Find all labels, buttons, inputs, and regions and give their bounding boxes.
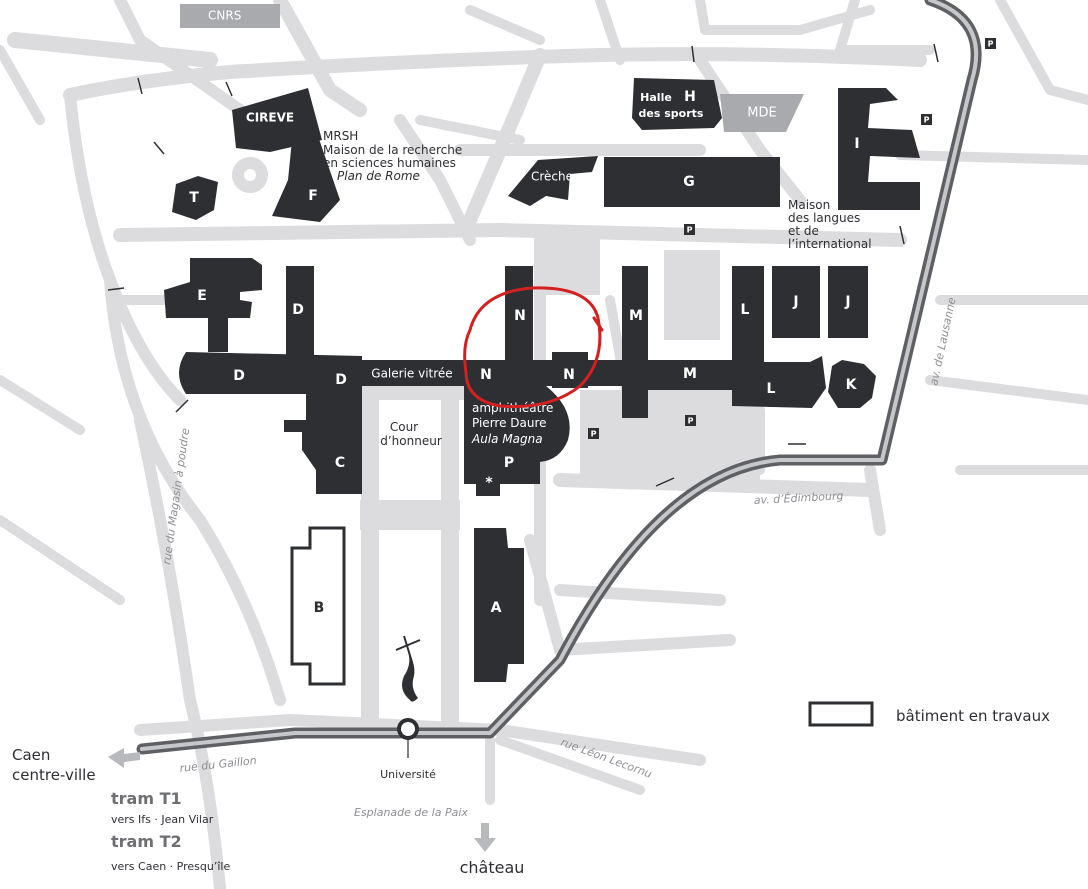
building-d[interactable]: D D D xyxy=(179,266,362,394)
label-mrsh-1: MRSH xyxy=(323,129,358,143)
label-g: G xyxy=(683,174,695,190)
highlight-circle xyxy=(463,286,604,409)
label-halle-h: H xyxy=(684,89,696,105)
tram-stop-universite[interactable]: Université xyxy=(380,718,436,781)
tram-t2-direction: vers Caen · Presqu’île xyxy=(111,860,230,873)
label-cireve: CIREVE xyxy=(246,111,294,125)
svg-text:P: P xyxy=(988,40,994,49)
label-mde: MDE xyxy=(747,106,776,121)
label-j1: J xyxy=(792,294,798,310)
road-ticks xyxy=(107,43,939,487)
label-a: A xyxy=(491,600,502,616)
phoenix-statue-icon xyxy=(395,635,421,702)
label-cour-2: d’honneur xyxy=(380,434,442,448)
chateau-direction[interactable]: château xyxy=(460,823,525,877)
map-labels: MRSH Maison de la recherche en sciences … xyxy=(323,129,872,448)
parking-icon: P xyxy=(684,224,695,235)
parking-icon: P xyxy=(921,114,932,125)
building-m[interactable]: M M xyxy=(622,266,740,418)
tram-line xyxy=(136,0,982,755)
label-caen-1: Caen xyxy=(12,746,50,764)
building-l[interactable]: L L xyxy=(732,266,826,408)
tram-t2-name: tram T2 xyxy=(111,832,182,851)
building-f[interactable]: F xyxy=(272,136,340,222)
parking-icon: P xyxy=(685,415,696,426)
building-j[interactable]: J J xyxy=(772,266,868,338)
building-c[interactable]: C xyxy=(284,394,362,494)
label-t: T xyxy=(189,190,199,206)
building-k[interactable]: K xyxy=(828,360,876,408)
label-d-right: D xyxy=(335,372,347,388)
label-c: C xyxy=(335,455,345,471)
building-b-works[interactable]: B xyxy=(290,526,346,686)
building-cireve[interactable]: CIREVE xyxy=(232,88,322,152)
building-halle-h[interactable]: Halle H des sports xyxy=(632,78,722,130)
label-langues-3: et de xyxy=(788,224,819,238)
label-i: I xyxy=(854,136,859,152)
street-edimbourg: av. d’Édimbourg xyxy=(753,489,843,507)
label-langues-4: l’international xyxy=(788,237,872,251)
svg-text:P: P xyxy=(591,430,597,439)
label-chateau: château xyxy=(460,858,525,877)
label-cour-1: Cour xyxy=(390,420,418,434)
building-e[interactable]: E xyxy=(164,258,262,352)
building-a[interactable]: A xyxy=(474,528,524,682)
street-lausanne: av. de Lausanne xyxy=(927,296,958,387)
legend: bâtiment en travaux xyxy=(808,701,1050,727)
label-e: E xyxy=(197,288,207,304)
street-esplanade: Esplanade de la Paix xyxy=(354,806,468,819)
label-n-left: N xyxy=(480,367,492,383)
label-m-top: M xyxy=(629,308,643,324)
label-d-left: D xyxy=(233,368,245,384)
label-j2: J xyxy=(844,294,850,310)
legend-works-swatch xyxy=(808,701,874,727)
label-amphi-2: Pierre Daure xyxy=(472,416,547,430)
label-asterisk: * xyxy=(485,475,493,491)
svg-text:P: P xyxy=(687,226,693,235)
svg-text:P: P xyxy=(924,116,930,125)
building-g[interactable]: G xyxy=(604,157,780,207)
label-mrsh-2: Maison de la recherche xyxy=(323,143,462,157)
label-b: B xyxy=(314,600,325,616)
building-creche[interactable]: Crèche xyxy=(508,156,598,206)
label-mrsh-3: en sciences humaines xyxy=(323,156,456,170)
label-n-top: N xyxy=(514,308,526,324)
tram-t1-direction: vers Ifs · Jean Vilar xyxy=(111,813,214,826)
parking-icon: P xyxy=(985,38,996,49)
tram-t1-name: tram T1 xyxy=(111,789,182,808)
legend-works-label: bâtiment en travaux xyxy=(896,707,1050,725)
label-l-bottom: L xyxy=(767,381,776,397)
label-halle-2: des sports xyxy=(639,107,704,120)
label-mrsh-4: Plan de Rome xyxy=(337,169,420,183)
label-k: K xyxy=(846,377,858,393)
label-universite: Université xyxy=(380,768,436,781)
label-langues-2: des langues xyxy=(788,211,860,225)
building-i[interactable]: I xyxy=(838,88,920,210)
parking-icon: P xyxy=(588,428,599,439)
label-creche: Crèche xyxy=(531,170,573,184)
label-l-top: L xyxy=(741,302,750,318)
building-cnrs[interactable]: CNRS xyxy=(180,4,280,28)
label-halle-1: Halle xyxy=(640,91,672,104)
svg-text:P: P xyxy=(688,417,694,426)
street-gaillon: rue du Gaillon xyxy=(179,754,257,775)
label-galerie: Galerie vitrée xyxy=(371,367,452,381)
label-caen-2: centre-ville xyxy=(12,766,96,784)
building-mde[interactable]: MDE xyxy=(720,94,804,132)
label-langues-1: Maison xyxy=(788,198,830,212)
label-amphi-3: Aula Magna xyxy=(471,432,543,446)
label-m-right: M xyxy=(683,366,697,382)
label-f: F xyxy=(308,188,318,204)
label-p: P xyxy=(504,455,514,471)
caen-direction[interactable]: Caen centre-ville xyxy=(12,746,140,784)
label-n-right: N xyxy=(563,367,575,383)
tram-info: tram T1 vers Ifs · Jean Vilar tram T2 ve… xyxy=(111,789,230,873)
building-t[interactable]: T xyxy=(172,176,218,220)
label-d-top: D xyxy=(292,302,304,318)
label-cnrs: CNRS xyxy=(208,9,241,23)
parking-markers: P P P P P xyxy=(588,38,996,439)
